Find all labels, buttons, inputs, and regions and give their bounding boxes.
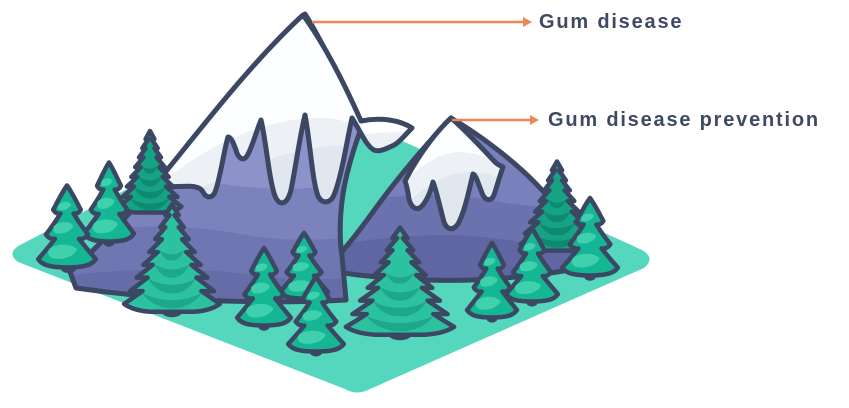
callout-line-gum-disease bbox=[312, 17, 532, 27]
label-gum-disease: Gum disease bbox=[539, 11, 684, 33]
arrowhead-icon bbox=[523, 17, 532, 27]
label-gum-disease-prevention: Gum disease prevention bbox=[548, 109, 820, 131]
callout-line-gum-disease-prevention bbox=[452, 115, 539, 125]
arrowhead-icon bbox=[530, 115, 539, 125]
